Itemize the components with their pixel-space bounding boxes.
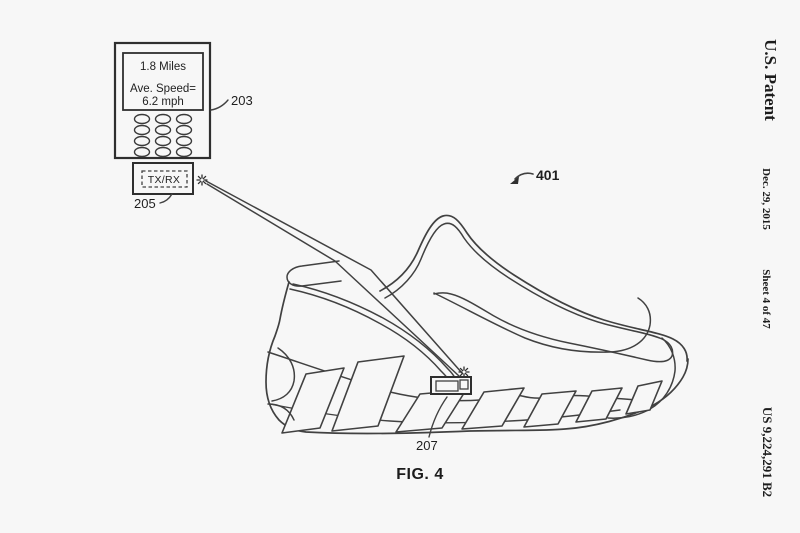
patent-sheet-number: Sheet 4 of 47 — [760, 269, 772, 329]
toe-bumper-lower-band — [267, 403, 295, 421]
shoe-drawing — [265, 214, 689, 435]
vamp-seam-upper — [292, 283, 456, 379]
patent-number: US 9,224,291 B2 — [760, 407, 775, 497]
bolt-lower-line — [206, 183, 460, 377]
collar-inner-line — [384, 222, 674, 363]
signal-spark-icon — [196, 174, 208, 186]
tread-lug — [395, 389, 467, 433]
tread-lug — [523, 390, 577, 428]
tread-lug — [575, 387, 623, 423]
quarter-panel-line — [433, 292, 652, 353]
system-reference: 401 — [510, 167, 560, 184]
device-keypad — [133, 113, 193, 158]
reference-arrowhead — [510, 176, 519, 184]
bolt-upper-line — [205, 180, 463, 374]
leader-line-207 — [428, 396, 448, 438]
wireless-link-bolt — [205, 180, 463, 377]
display-speed-value: 6.2 mph — [142, 96, 184, 108]
label-401: 401 — [536, 167, 560, 183]
leader-line-203 — [210, 99, 229, 111]
patent-title: U.S. Patent — [761, 39, 780, 121]
transceiver-body — [132, 162, 194, 195]
transceiver-dashed-box — [141, 170, 188, 188]
vamp-seam-lower — [289, 288, 449, 381]
tread-lug — [331, 355, 405, 432]
patent-date: Dec. 29, 2015 — [760, 168, 772, 230]
sensor-antenna-block — [459, 379, 469, 390]
signal-spark-icon — [458, 366, 470, 378]
toe-bumper-upper-band — [271, 347, 296, 402]
shoe-outline — [265, 281, 689, 435]
mobile-device: 1.8 Miles Ave. Speed= 6.2 mph — [113, 41, 212, 160]
label-205: 205 — [134, 196, 156, 211]
tread-lug — [461, 387, 525, 430]
display-speed-label: Ave. Speed= — [130, 83, 196, 95]
sensor-inner-module — [435, 380, 459, 392]
reference-arrow-icon — [514, 172, 534, 180]
device-screen — [122, 52, 204, 111]
patent-margin-header: U.S. Patent Dec. 29, 2015 Sheet 4 of 47 … — [760, 39, 780, 497]
shoe-sensor: 207 — [416, 366, 472, 453]
tongue-tab — [286, 260, 342, 287]
figure-caption: FIG. 4 — [396, 466, 443, 483]
display-distance: 1.8 Miles — [140, 61, 186, 73]
label-203: 203 — [231, 93, 253, 108]
leader-line-205 — [159, 193, 173, 204]
label-207: 207 — [416, 438, 438, 453]
tread-lug — [625, 380, 663, 415]
collar-outer-line — [379, 214, 688, 362]
transceiver-module: TX/RX — [132, 162, 208, 195]
transceiver-label: TX/RX — [148, 174, 180, 186]
